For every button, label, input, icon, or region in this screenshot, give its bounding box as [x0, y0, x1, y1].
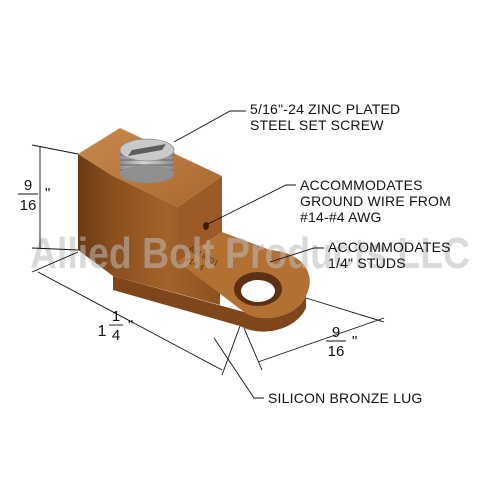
length-dimension: 1 1 4 ": [31, 251, 241, 376]
height-numerator: 9: [24, 177, 32, 194]
width-unit: ": [352, 333, 357, 350]
length-unit: ": [128, 317, 133, 334]
callouts: 5/16"-24 ZINC PLATED STEEL SET SCREW ACC…: [250, 101, 451, 406]
width-extension-left: [243, 327, 263, 371]
width-numerator: 9: [332, 324, 340, 341]
length-denominator: 4: [112, 327, 120, 344]
set-screw: [119, 138, 175, 183]
length-numerator: 1: [112, 308, 120, 325]
set-screw-base: [120, 165, 174, 183]
stud-hole-opening: [241, 280, 275, 302]
length-extension-right: [221, 325, 241, 376]
ground-wire-callout-line-1: ACCOMMODATES: [300, 177, 423, 193]
width-dimension-line: [257, 317, 385, 363]
studs-leader: [269, 247, 324, 263]
studs-callout-line-2: 1/4" STUDS: [328, 255, 406, 271]
lug-block-right-face: [178, 176, 222, 262]
height-unit: ": [45, 185, 50, 202]
width-denominator: 16: [328, 343, 345, 360]
length-extension-left: [31, 251, 79, 273]
width-dimension: 9 16 ": [243, 297, 385, 371]
length-whole: 1: [98, 323, 107, 340]
height-denominator: 16: [20, 197, 37, 214]
ground-wire-callout-line-3: #14-#4 AWG: [300, 209, 382, 225]
ground-wire-hole: [203, 222, 209, 230]
ground-wire-leader: [207, 184, 296, 225]
set-screw-slot: [128, 144, 166, 156]
width-extension-right: [305, 297, 385, 323]
length-dimension-line: [37, 271, 223, 371]
height-extension-bottom: [31, 247, 79, 251]
lug-material-callout: SILICON BRONZE LUG: [268, 390, 423, 406]
set-screw-callout-line-1: 5/16"-24 ZINC PLATED: [250, 101, 400, 117]
set-screw-callout-line-2: STEEL SET SCREW: [250, 117, 384, 133]
studs-callout-line-1: ACCOMMODATES: [328, 239, 451, 255]
lug-material-leader: [213, 337, 264, 399]
leader-lines: [173, 110, 324, 399]
height-dimension: 9 16 ": [18, 144, 79, 251]
watermark: Allied Bolt Products LLC: [30, 229, 470, 278]
ground-wire-callout-line-2: GROUND WIRE FROM: [300, 193, 451, 209]
lug-block-left-face: [78, 154, 113, 276]
lug-tongue-front-face: [113, 276, 306, 332]
set-screw-leader: [173, 110, 246, 143]
height-extension-top: [31, 144, 79, 155]
